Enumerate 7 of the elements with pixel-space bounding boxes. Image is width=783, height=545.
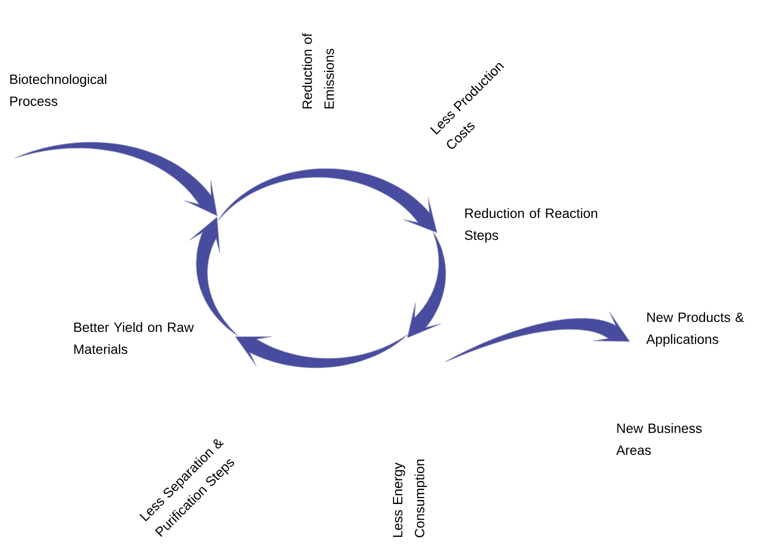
- label: Reduction of Emissions: [302, 33, 334, 108]
- label: New Products & Applications: [646, 312, 744, 347]
- label: Better Yield on Raw Materials: [74, 322, 194, 354]
- label: New Business Areas: [616, 423, 702, 455]
- label: Reduction of Reaction Steps: [464, 208, 598, 243]
- label: Less Energy Consumption: [393, 460, 427, 538]
- label: Biotechnological Process: [10, 74, 106, 106]
